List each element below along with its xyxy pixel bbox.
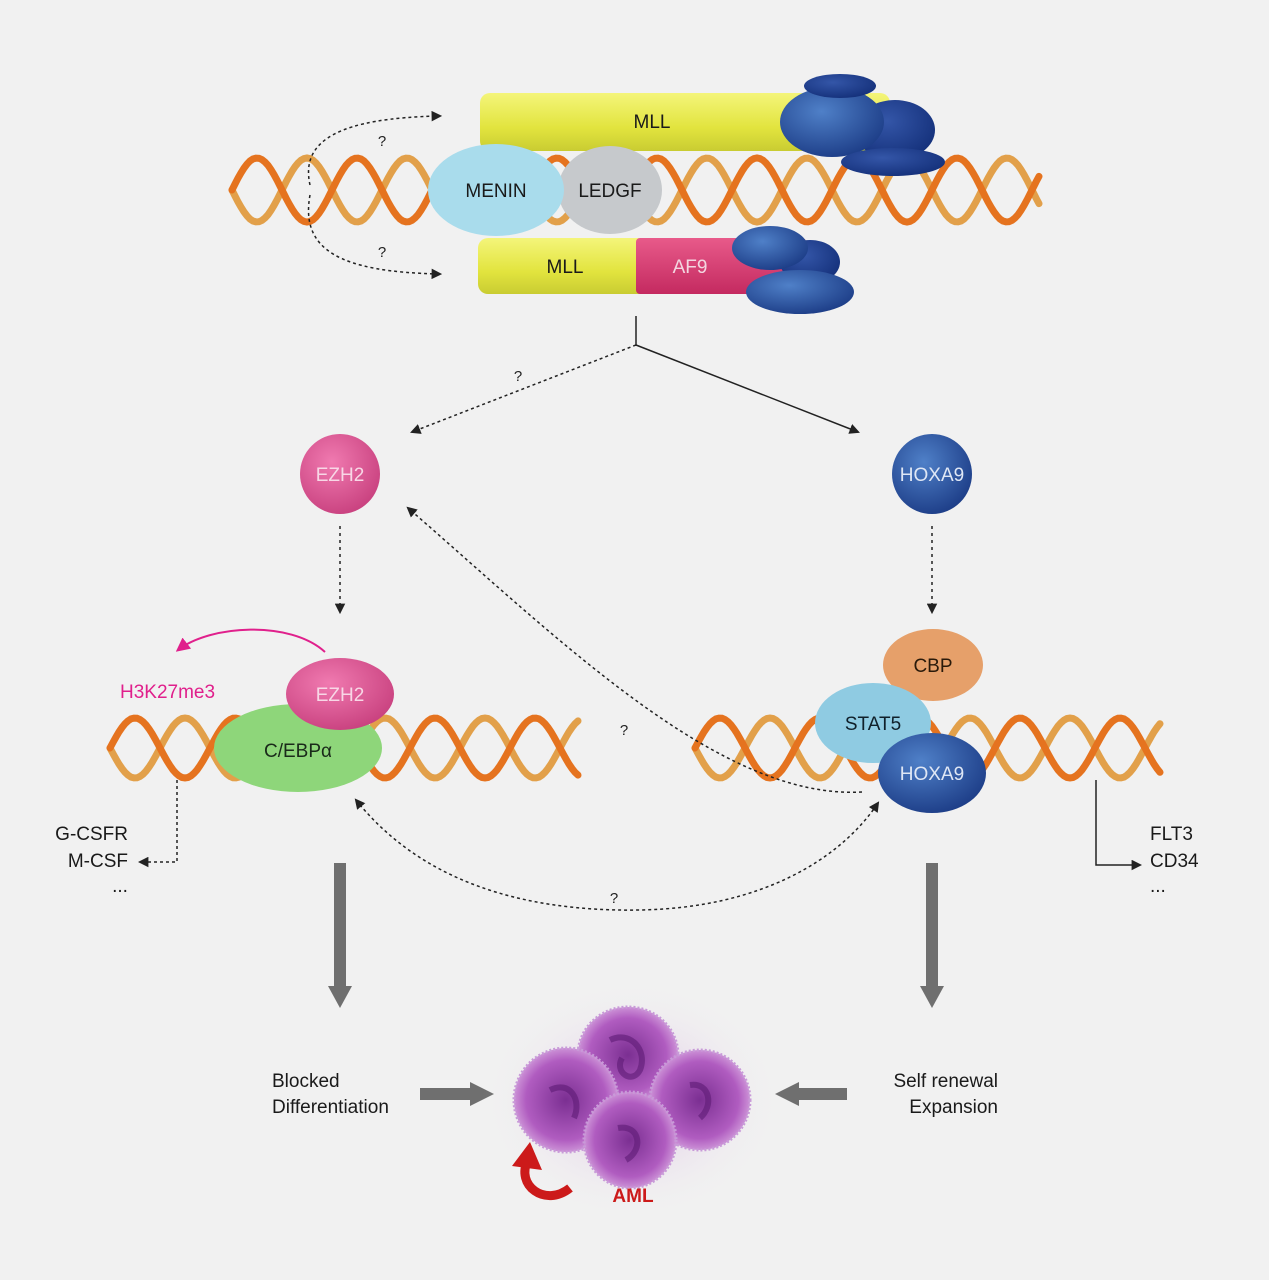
hoxa9-bound-protein bbox=[878, 733, 986, 813]
cbp-label: CBP bbox=[913, 656, 952, 677]
question-mark-upper: ? bbox=[378, 133, 386, 150]
mll-fusion-bar bbox=[478, 238, 648, 294]
dotted-arrow-to-ezh2 bbox=[410, 344, 637, 434]
right-target-more: ... bbox=[1150, 876, 1166, 897]
left-target-2: M-CSF bbox=[68, 851, 128, 872]
h3k27me3-text: H3K27me3 bbox=[120, 682, 215, 703]
hoxa9-bound-label: HOXA9 bbox=[900, 764, 964, 785]
dotted-arrow-to-mll-fusion bbox=[307, 194, 443, 280]
methylation-arrow bbox=[175, 628, 326, 653]
cbp-protein bbox=[883, 629, 983, 701]
stat5-label: STAT5 bbox=[845, 714, 901, 735]
wildtype-mll-complex: MLL bbox=[480, 74, 945, 176]
left-target-more: ... bbox=[112, 876, 128, 897]
menin-protein bbox=[428, 144, 564, 236]
aml-cell-cluster bbox=[482, 980, 782, 1220]
hoxa9-node: HOXA9 bbox=[892, 434, 972, 514]
outcome-left-line2: Differentiation bbox=[272, 1097, 389, 1118]
aml-cell-bottom bbox=[582, 1090, 678, 1190]
partner-blob bbox=[746, 270, 854, 314]
dotted-double-arrow-cebpa-hoxa9 bbox=[354, 798, 880, 911]
mll-af9-fusion-complex: MLL AF9 bbox=[478, 226, 854, 314]
af9-label: AF9 bbox=[673, 257, 708, 278]
question-mark-middle: ? bbox=[620, 722, 628, 739]
solid-arrow-to-hoxa9 bbox=[635, 344, 860, 434]
dotted-arrow-to-myeloid-targets bbox=[137, 780, 178, 868]
aml-label: AML bbox=[612, 1186, 654, 1207]
ezh2-label: EZH2 bbox=[316, 465, 365, 486]
left-target-1: G-CSFR bbox=[55, 824, 128, 845]
mll-wildtype-label: MLL bbox=[634, 112, 671, 133]
partner-blob bbox=[732, 226, 808, 270]
question-mark-lower: ? bbox=[378, 244, 386, 261]
outcome-right-line1: Self renewal bbox=[893, 1071, 998, 1092]
gray-arrow-right-down bbox=[920, 863, 944, 1008]
right-target-2: CD34 bbox=[1150, 851, 1199, 872]
mll-fusion-label: MLL bbox=[547, 257, 584, 278]
partner-blob bbox=[841, 148, 945, 176]
ezh2-bound-label: EZH2 bbox=[316, 685, 365, 706]
question-mark-bottom: ? bbox=[610, 890, 618, 907]
cebpa-label: C/EBPα bbox=[264, 741, 332, 762]
dotted-arrow-to-mll-wildtype bbox=[307, 110, 443, 186]
loop-arrowhead bbox=[512, 1142, 542, 1170]
stat5-hoxa9-cbp-complex: CBP STAT5 HOXA9 bbox=[815, 629, 986, 813]
question-mark-branch: ? bbox=[514, 368, 522, 385]
partner-blob bbox=[780, 87, 884, 157]
menin-ledgf-complex: MENIN LEDGF bbox=[428, 144, 662, 236]
h3k27me3-label: H3K27me3 bbox=[120, 682, 215, 703]
gray-arrow-left-pointing bbox=[775, 1082, 847, 1106]
dotted-arrow-hoxa9-to-ezh2 bbox=[406, 506, 863, 793]
ledgf-protein bbox=[558, 146, 662, 234]
gray-arrow-left-down bbox=[328, 863, 352, 1008]
gray-arrow-right-pointing bbox=[420, 1082, 494, 1106]
outcome-right-line2: Expansion bbox=[909, 1097, 998, 1118]
ledgf-label: LEDGF bbox=[578, 181, 641, 202]
cebpa-ezh2-complex: EZH2 C/EBPα bbox=[214, 658, 394, 792]
ezh2-bound-protein bbox=[286, 658, 394, 730]
ezh2-node: EZH2 bbox=[300, 434, 380, 514]
menin-label: MENIN bbox=[465, 181, 526, 202]
partner-blob bbox=[804, 74, 876, 98]
right-target-1: FLT3 bbox=[1150, 824, 1193, 845]
solid-arrow-to-stem-targets bbox=[1095, 780, 1143, 871]
hoxa9-label: HOXA9 bbox=[900, 465, 964, 486]
outcome-left-line1: Blocked bbox=[272, 1071, 340, 1092]
